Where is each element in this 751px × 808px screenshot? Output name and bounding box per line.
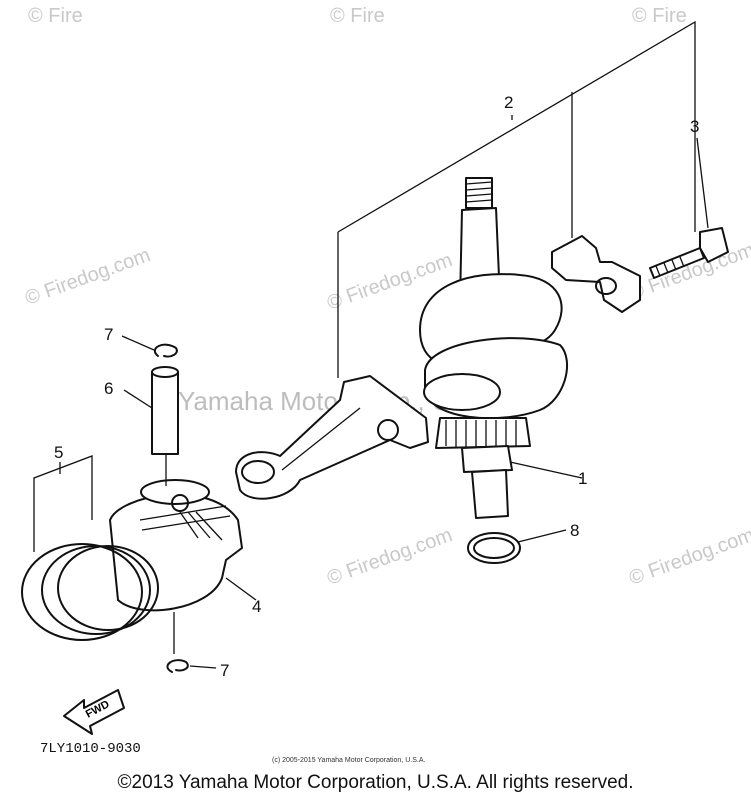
leader-bracket-2 (337, 20, 696, 378)
circlip-top (121, 335, 178, 358)
watermark-center-bottom: © Firedog.com (324, 524, 455, 590)
callout-6: 6 (104, 379, 113, 398)
watermark-left: © Firedog.com (22, 244, 153, 310)
crankshaft (419, 177, 583, 519)
rod-bolt (649, 137, 729, 279)
thrust-washer (467, 529, 567, 564)
piston (109, 479, 257, 612)
rod-cap (551, 235, 641, 313)
diagram-code: 7LY1010-9030 (40, 741, 141, 757)
callout-5: 5 (54, 443, 63, 462)
small-copyright: (c) 2005-2015 Yamaha Motor Corporation, … (272, 757, 425, 764)
piston-pin (123, 366, 179, 486)
callout-1: 1 (578, 469, 587, 488)
callout-3: 3 (690, 117, 699, 136)
callout-7-bottom: 7 (220, 661, 229, 680)
copyright-notice: ©2013 Yamaha Motor Corporation, U.S.A. A… (117, 772, 634, 793)
watermark-top-center: © Fire (330, 5, 385, 27)
circlip-bottom (166, 612, 217, 673)
watermark-top-left: © Fire (28, 5, 83, 27)
callout-2: 2 (504, 93, 513, 112)
connecting-rod (235, 375, 429, 500)
watermark-bottom-right: © Firedog.com (626, 524, 751, 590)
fwd-arrow: FWD (63, 689, 125, 735)
callout-4: 4 (252, 597, 261, 616)
callout-8: 8 (570, 521, 579, 540)
callout-7-top: 7 (104, 325, 113, 344)
watermark-top-right: © Fire (632, 5, 687, 27)
watermark-right: © Firedog.com (626, 239, 751, 305)
piston-rings (21, 455, 159, 641)
